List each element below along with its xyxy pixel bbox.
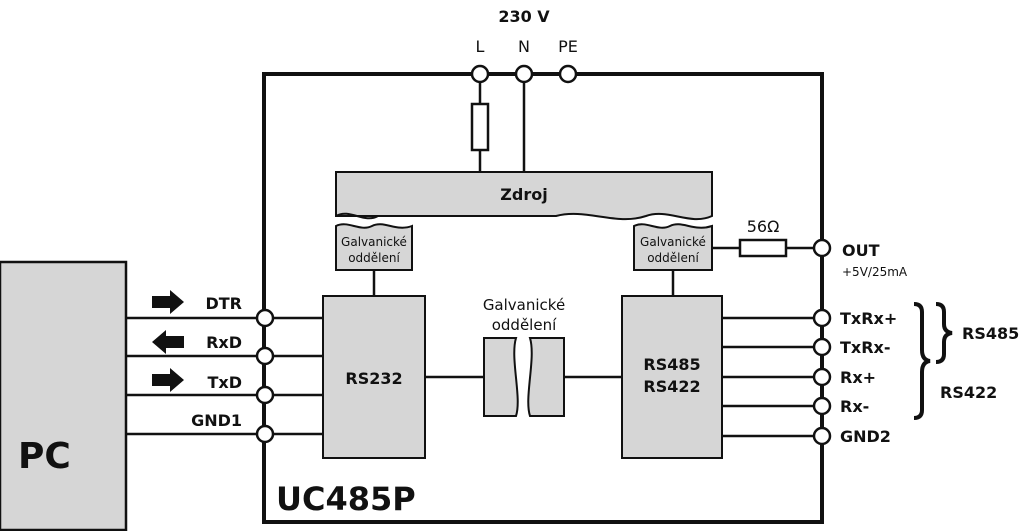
isolation-middle-left-half [483, 337, 519, 417]
dtr-arrow-right-icon [152, 290, 184, 314]
terminal-dtr [255, 308, 275, 328]
terminal-pe [558, 64, 578, 84]
terminal-txrx-plus [812, 308, 832, 328]
device-outline [262, 72, 824, 524]
isolation-right-block [633, 223, 713, 271]
terminal-txd [255, 385, 275, 405]
terminal-gnd2 [812, 426, 832, 446]
signal-label-txd: TxD [207, 373, 242, 392]
terminal-gnd1 [255, 424, 275, 444]
signal-label-rxd: RxD [206, 333, 242, 352]
isolation-right-line2: oddělení [647, 251, 699, 265]
terminal-l [470, 64, 490, 84]
isolation-left-block [335, 223, 413, 271]
terminal-txrx-minus [812, 337, 832, 357]
isolation-middle-right-half [527, 337, 565, 417]
terminal-label-pe: PE [558, 37, 578, 56]
isolation-middle-line1: Galvanické [483, 296, 565, 314]
txd-arrow-right-icon [152, 368, 184, 392]
rs232-block [322, 295, 426, 459]
resistor-symbol [738, 238, 788, 258]
bus-label-txrx-plus: TxRx+ [840, 309, 897, 328]
bus-label-txrx-minus: TxRx- [840, 338, 891, 357]
rxd-arrow-left-icon [152, 330, 184, 354]
supply-block [335, 171, 713, 221]
isolation-middle-line2: oddělení [492, 316, 557, 334]
group-label-rs485: RS485 [962, 324, 1019, 343]
rs232-label: RS232 [345, 369, 402, 388]
isolation-left-line2: oddělení [348, 251, 400, 265]
terminal-label-n: N [518, 37, 530, 56]
rs485-brace [935, 302, 953, 364]
pc-block [0, 260, 128, 531]
terminal-rx-minus [812, 396, 832, 416]
isolation-right-line1: Galvanické [640, 235, 706, 249]
rs485-block [621, 295, 723, 459]
rs485-label: RS485 [643, 355, 700, 374]
terminal-n [514, 64, 534, 84]
signal-label-dtr: DTR [205, 294, 242, 313]
terminal-rx-plus [812, 367, 832, 387]
terminal-label-l: L [476, 37, 485, 56]
bus-label-rx-plus: Rx+ [840, 368, 876, 387]
supply-label: Zdroj [500, 185, 547, 204]
bus-label-gnd2: GND2 [840, 427, 891, 446]
rs422-brace [913, 302, 931, 420]
resistor-label: 56Ω [747, 217, 780, 236]
terminal-rxd [255, 346, 275, 366]
supply-wave-left [335, 212, 379, 220]
isolation-left-line1: Galvanické [341, 235, 407, 249]
bus-label-rx-minus: Rx- [840, 397, 869, 416]
out-label: OUT [842, 241, 880, 260]
fuse-symbol [470, 102, 490, 152]
signal-label-gnd1: GND1 [191, 411, 242, 430]
out-sublabel: +5V/25mA [842, 265, 908, 279]
terminal-out [812, 238, 832, 258]
rs422-label: RS422 [643, 377, 700, 396]
pc-label: PC [18, 436, 71, 477]
group-label-rs422: RS422 [940, 383, 997, 402]
device-name: UC485P [276, 480, 416, 518]
power-title: 230 V [498, 7, 550, 26]
